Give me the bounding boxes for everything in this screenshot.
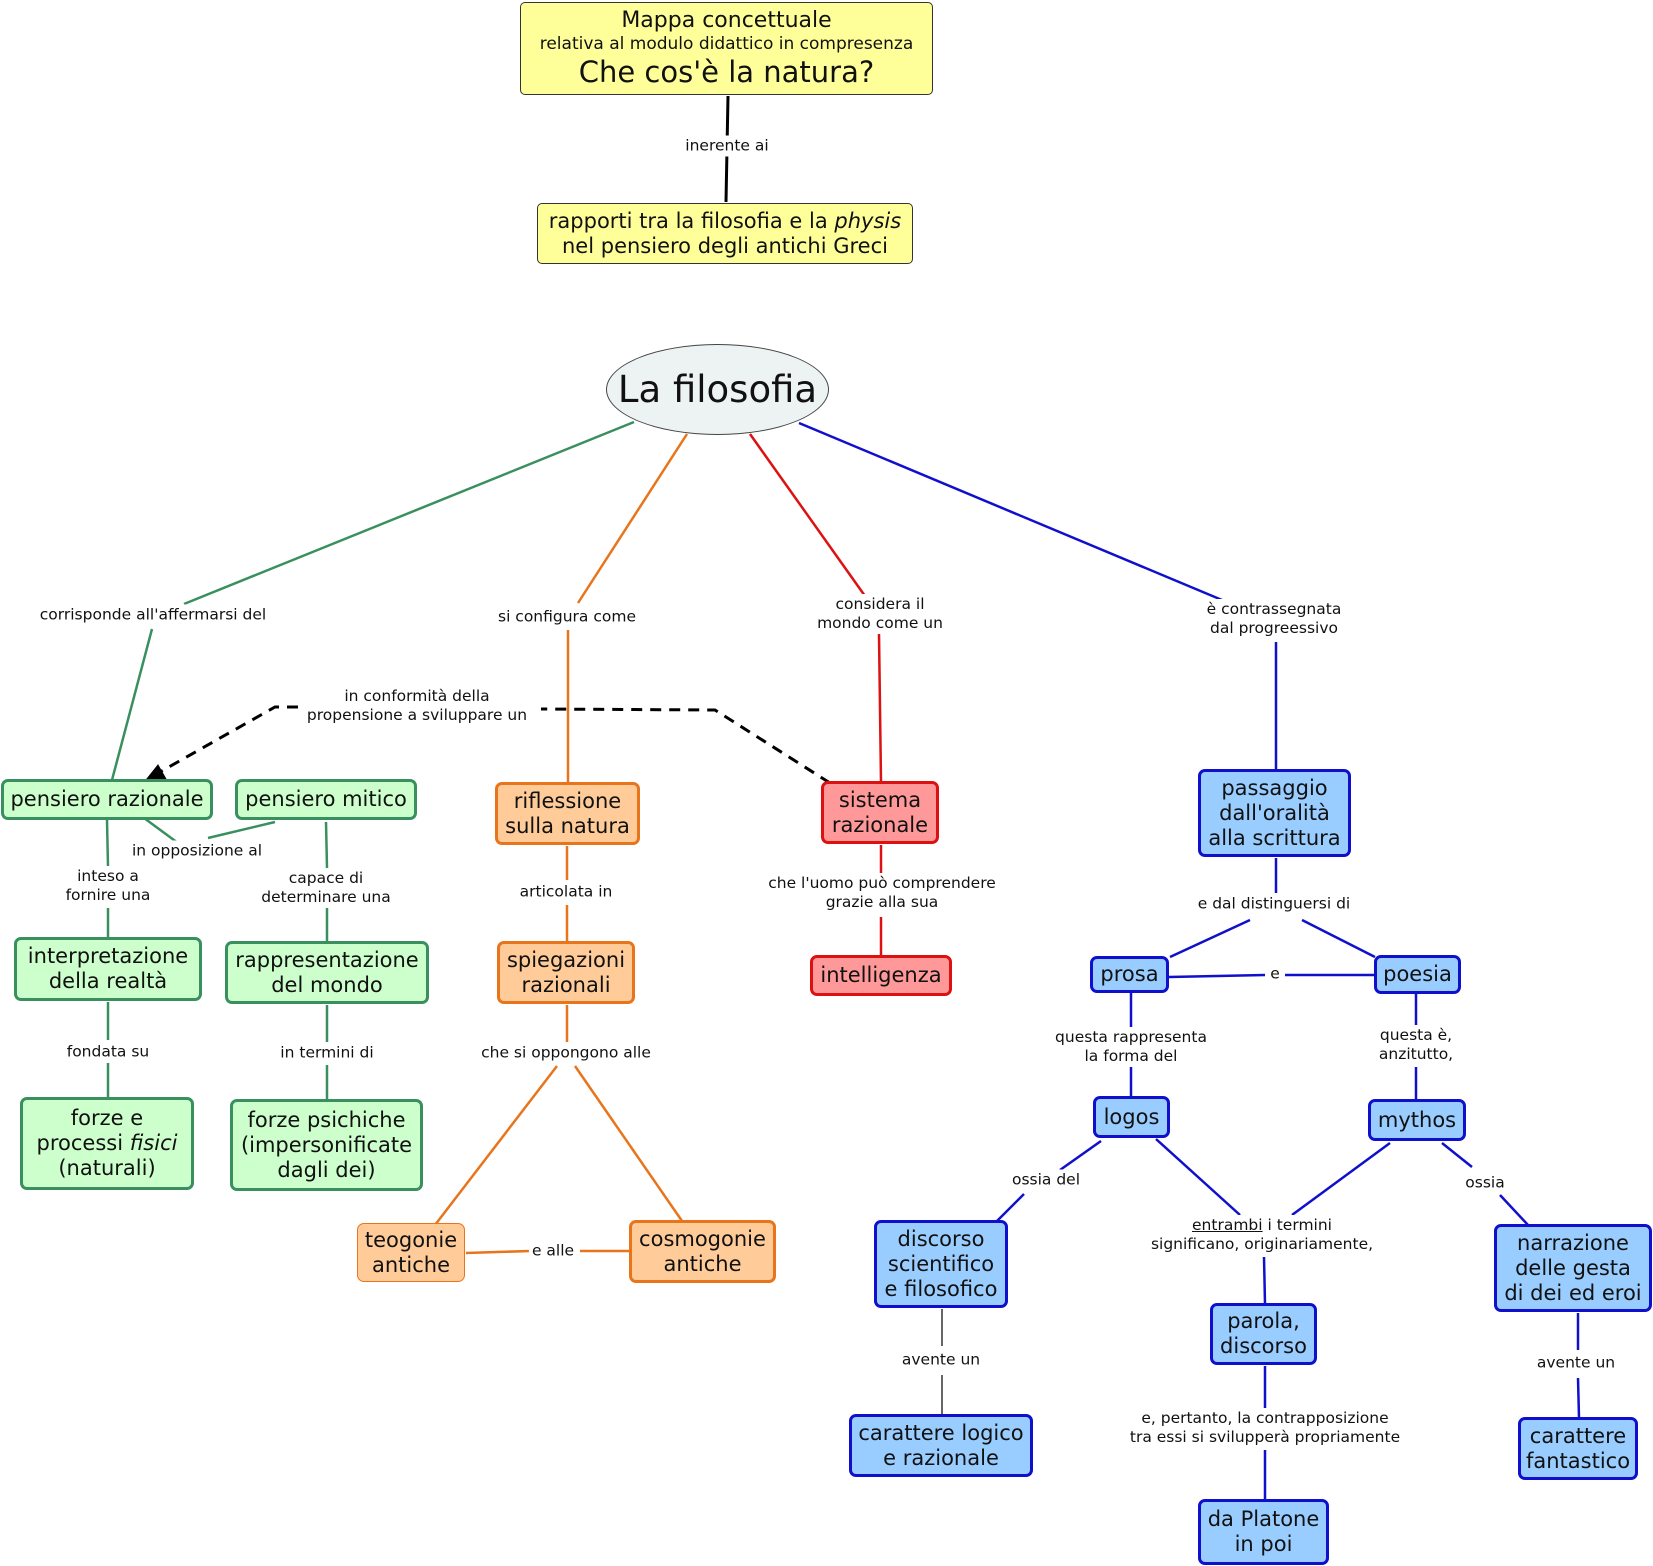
label-e-alle: e alle	[528, 1240, 578, 1262]
node-forze-processi: forze e processi fisici (naturali)	[20, 1097, 194, 1190]
link-teogonie-e-alle	[465, 1249, 531, 1255]
subtitle-box: rapporti tra la filosofia e la physis ne…	[537, 203, 913, 264]
title-line-3: Che cos'è la natura?	[578, 55, 875, 89]
node-mythos: mythos	[1368, 1099, 1466, 1141]
label-ossia-del: ossia del	[1008, 1169, 1084, 1191]
node-poesia: poesia	[1374, 955, 1461, 994]
link-distinguersi-prosa	[1169, 918, 1251, 959]
link-filosofia-contrassegnata	[798, 421, 1223, 602]
label-avente-1: avente un	[898, 1349, 984, 1371]
link-oppongono-cosmogonie	[573, 1065, 684, 1222]
label-corrisponde: corrisponde all'affermarsi del	[36, 604, 270, 626]
link-filosofia-configura	[576, 433, 689, 604]
label-e: e	[1267, 963, 1283, 985]
node-prosa: prosa	[1090, 956, 1169, 993]
label-entrambi: entrambi i termini significano, originar…	[1147, 1215, 1377, 1255]
link-dashed-to-pensiero-razionale	[159, 705, 298, 774]
link-mitico-opposizione	[207, 820, 276, 840]
link-oppongono-teogonie	[434, 1065, 558, 1226]
link-entrambi-parola	[1262, 1256, 1267, 1305]
subtitle-line-2: nel pensiero degli antichi Greci	[562, 233, 888, 258]
link-sistema-razionale-dashed	[540, 707, 831, 785]
central-node-la-filosofia: La filosofia	[606, 344, 829, 435]
link-distinguersi-poesia	[1301, 918, 1376, 959]
title-box: Mappa concettuale relativa al modulo did…	[520, 2, 933, 95]
title-line-2: relativa al modulo didattico in comprese…	[539, 34, 914, 54]
node-pensiero-mitico: pensiero mitico	[235, 779, 417, 820]
node-parola: parola,discorso	[1210, 1303, 1317, 1365]
node-pensiero-razionale: pensiero razionale	[1, 779, 213, 820]
link-prosa-e	[1168, 973, 1266, 979]
link-mythos-entrambi	[1291, 1141, 1391, 1217]
link-avente-carattere-fantastico	[1576, 1377, 1581, 1419]
link-mitico-capace	[324, 821, 329, 869]
label-oppongono: che si oppongono alle	[478, 1042, 654, 1064]
label-articolata: articolata in	[516, 881, 616, 903]
label-inerente: inerente ai	[682, 135, 772, 157]
link-ossia-del-discorso	[996, 1193, 1025, 1222]
title-line-1: Mappa concettuale	[621, 8, 832, 33]
link-mythos-ossia	[1441, 1142, 1473, 1168]
link-razionale-inteso	[105, 819, 110, 868]
label-fondata: fondata su	[63, 1041, 153, 1063]
label-configura: si configura come	[494, 606, 640, 628]
label-avente-2: avente un	[1533, 1352, 1619, 1374]
arrowhead	[144, 764, 167, 781]
link-razionale-opposizione	[143, 816, 179, 845]
label-termini: in termini di	[277, 1042, 377, 1064]
node-logos: logos	[1093, 1096, 1170, 1138]
link-logos-entrambi	[1155, 1138, 1241, 1216]
link-filosofia-considera	[748, 433, 867, 597]
link-corrisponde-pensiero-razionale	[110, 628, 154, 781]
link-ossia-narrazione	[1499, 1194, 1529, 1226]
label-questa-e: questa è,anzitutto,	[1375, 1025, 1457, 1065]
link-logos-ossia-del	[1059, 1139, 1102, 1172]
node-intelligenza: intelligenza	[810, 955, 952, 996]
link-filosofia-corrisponde	[183, 420, 635, 606]
label-ossia: ossia	[1462, 1172, 1508, 1194]
link-considera-sistema	[877, 633, 883, 783]
label-distinguersi: e dal distinguersi di	[1194, 893, 1354, 915]
subtitle-line-1: rapporti tra la filosofia e la physis	[548, 208, 902, 233]
label-opposizione: in opposizione al	[128, 840, 266, 862]
